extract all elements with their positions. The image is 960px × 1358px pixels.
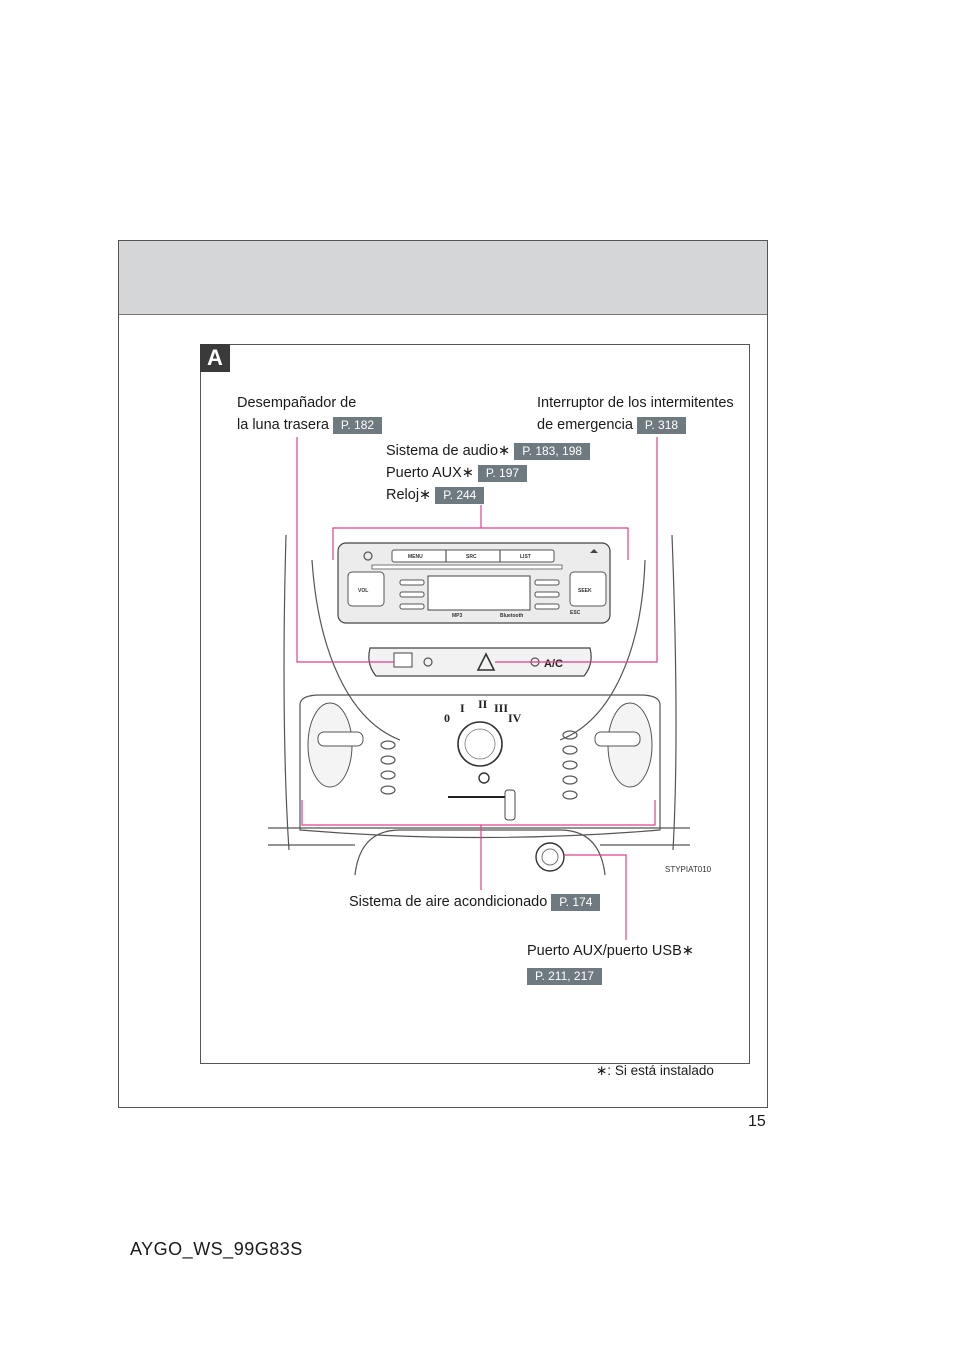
left-vent-tab bbox=[317, 731, 364, 747]
bluetooth-label: Bluetooth bbox=[500, 613, 523, 619]
lower-panel-outline bbox=[299, 694, 661, 839]
shifter-bay bbox=[354, 829, 606, 876]
mode-button bbox=[380, 755, 396, 765]
fan-level-3: III bbox=[494, 701, 508, 715]
leader-usb bbox=[564, 854, 627, 940]
page-ref-182[interactable]: P. 182 bbox=[332, 416, 383, 434]
rear-defogger-switch-icon bbox=[393, 652, 413, 668]
mode-button bbox=[380, 785, 396, 795]
callout-hazard: Interruptor de los intermitentes de emer… bbox=[537, 395, 734, 434]
page-ref-244[interactable]: P. 244 bbox=[435, 486, 485, 504]
leader-aircon-bracket bbox=[301, 800, 656, 826]
preset-button bbox=[534, 603, 560, 610]
radio-top-buttons bbox=[391, 549, 555, 563]
illustration-panel bbox=[200, 344, 750, 1064]
console-right-curve bbox=[559, 559, 646, 741]
page-ref-318[interactable]: P. 318 bbox=[636, 416, 687, 434]
vol-label: VOL bbox=[358, 588, 368, 594]
defogger-indicator bbox=[423, 657, 433, 667]
temp-button bbox=[562, 730, 578, 740]
document-code: AYGO_WS_99G83S bbox=[130, 1239, 303, 1259]
preset-button bbox=[399, 579, 425, 586]
leader-audio-bracket bbox=[332, 527, 629, 560]
fan-level-4: IV bbox=[508, 711, 522, 725]
radio-display bbox=[427, 575, 531, 611]
page-ref-211-217[interactable]: P. 211, 217 bbox=[527, 967, 602, 985]
switch-strip bbox=[368, 647, 592, 677]
figure-code: STYPIAT010 bbox=[665, 865, 712, 874]
preset-button bbox=[534, 591, 560, 598]
page-ref-174[interactable]: P. 174 bbox=[551, 893, 601, 911]
preset-button bbox=[534, 579, 560, 586]
temp-button bbox=[562, 775, 578, 785]
fan-icon bbox=[478, 772, 490, 784]
volume-rocker bbox=[347, 571, 385, 607]
header-band bbox=[119, 241, 767, 315]
fan-speed-knob bbox=[457, 721, 503, 767]
mode-button bbox=[380, 770, 396, 780]
fan-level-2: II bbox=[478, 697, 488, 711]
hazard-triangle-icon bbox=[476, 652, 496, 671]
mode-button bbox=[380, 740, 396, 750]
air-source-lever bbox=[504, 789, 516, 821]
right-vent-tab bbox=[594, 731, 641, 747]
leader-hazard bbox=[495, 437, 658, 663]
leader-rear-defogger bbox=[296, 437, 394, 663]
temp-button bbox=[562, 790, 578, 800]
dash-right-edge bbox=[671, 534, 677, 851]
eject-icon bbox=[590, 549, 598, 553]
usb-port bbox=[535, 842, 565, 872]
cd-slot bbox=[371, 564, 563, 570]
seek-rocker bbox=[569, 571, 607, 607]
menu-button-label: MENU bbox=[408, 554, 423, 560]
footnote: ∗: Si está instalado bbox=[596, 1063, 714, 1078]
mp3-label: MP3 bbox=[452, 613, 463, 619]
temp-button bbox=[562, 745, 578, 755]
fan-level-off: 0 bbox=[444, 711, 450, 725]
temp-button bbox=[562, 760, 578, 770]
preset-button bbox=[399, 591, 425, 598]
list-button-label: LIST bbox=[520, 554, 531, 560]
src-button-label: SRC bbox=[466, 554, 477, 560]
page-ref-183-198[interactable]: P. 183, 198 bbox=[514, 442, 591, 460]
callout-usb: Puerto AUX/puerto USB∗ P. 211, 217 bbox=[527, 943, 694, 985]
fan-level-1: I bbox=[460, 701, 465, 715]
page-ref-197[interactable]: P. 197 bbox=[477, 464, 528, 482]
section-letter: A bbox=[200, 344, 230, 372]
page-frame bbox=[118, 240, 768, 1108]
console-left-curve bbox=[311, 559, 401, 741]
ac-label: A/C bbox=[544, 658, 563, 670]
esc-label: ESC bbox=[570, 610, 581, 616]
callout-audio: Sistema de audio∗P. 183, 198 Puerto AUX∗… bbox=[386, 440, 591, 506]
preset-button bbox=[399, 603, 425, 610]
page-number: 15 bbox=[748, 1113, 766, 1130]
seek-label: SEEK bbox=[578, 588, 592, 594]
power-icon bbox=[363, 551, 373, 561]
dash-left-edge bbox=[283, 534, 290, 851]
